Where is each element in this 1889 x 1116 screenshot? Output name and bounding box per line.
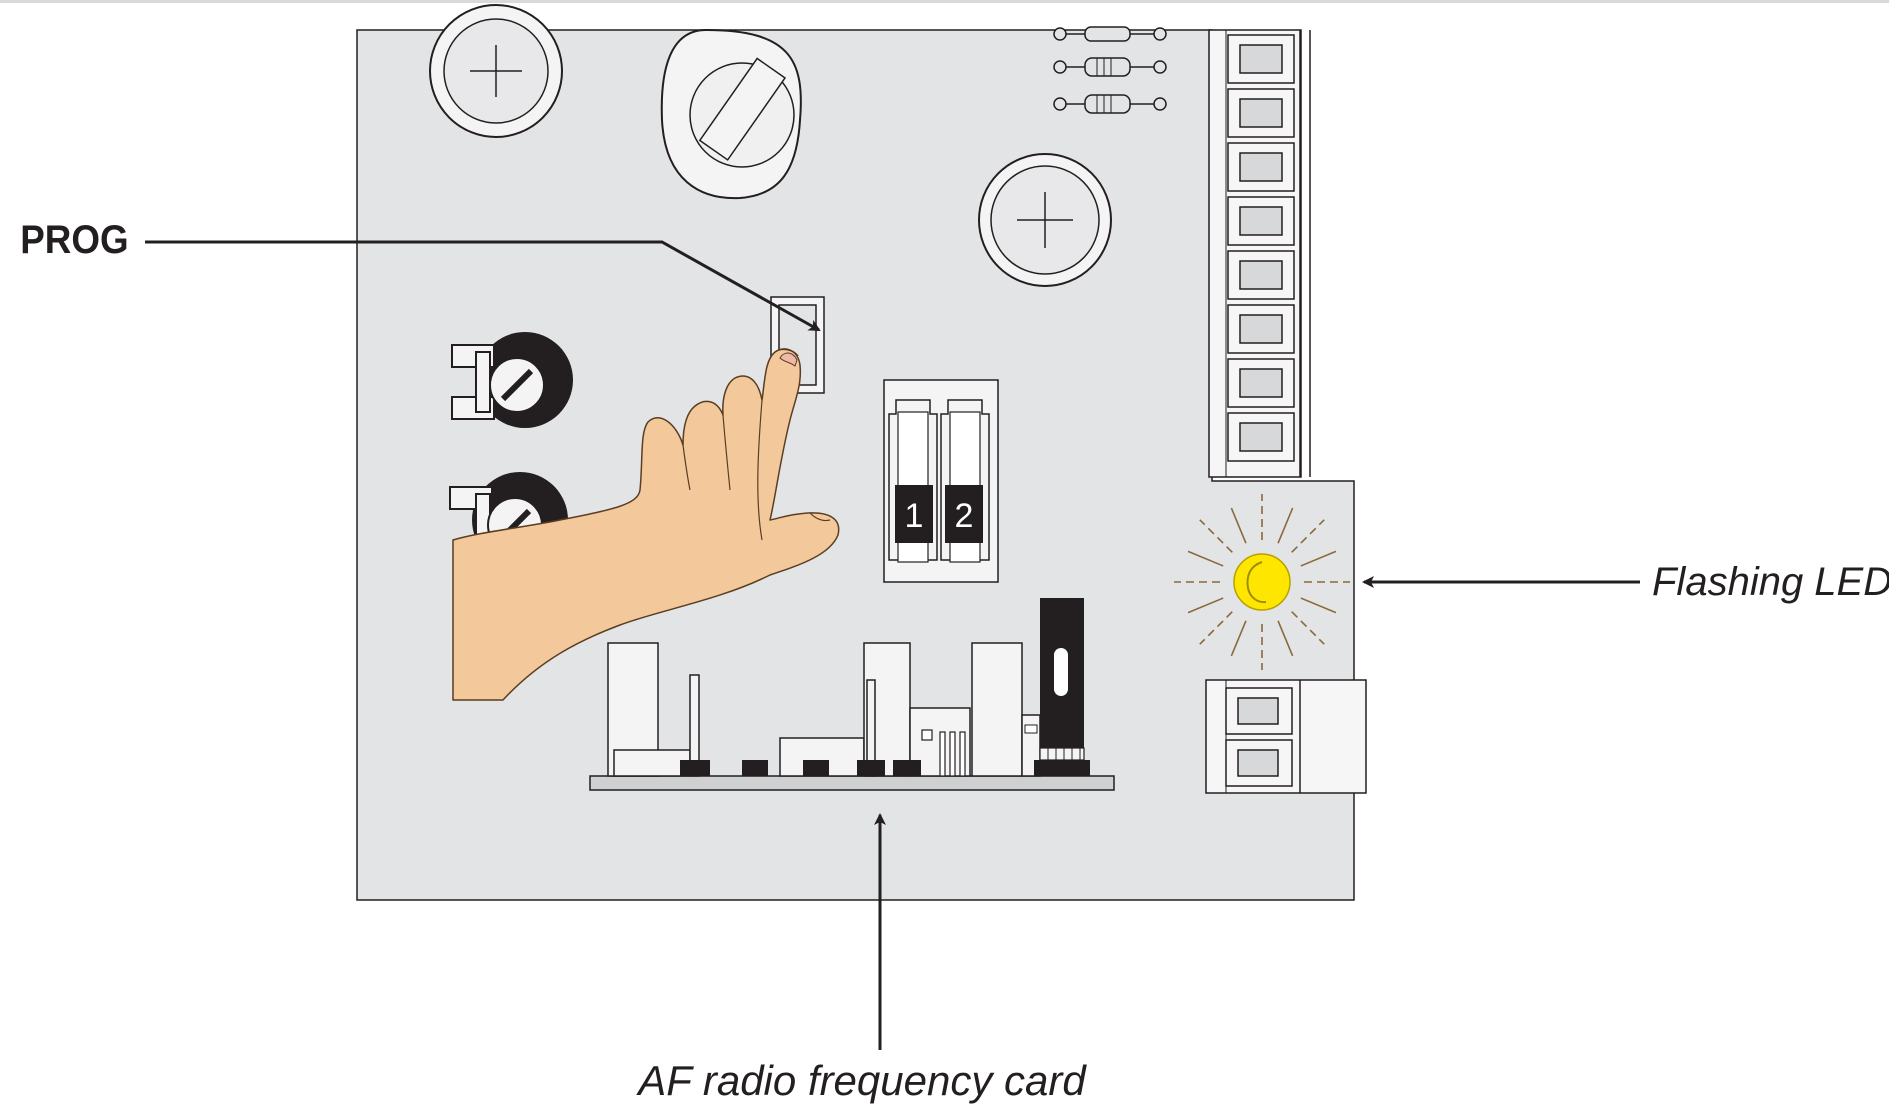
dip-switch-1[interactable] [888,399,938,563]
prog-callout-line [145,240,821,332]
led-ray [1277,507,1294,544]
led-ray [1291,519,1325,553]
led-ray [1230,620,1247,657]
led-ray [1199,611,1233,645]
dip-switch-2-label: 2 [955,497,974,535]
resistors [1053,26,1167,114]
fuse-holder [660,28,802,200]
terminal-screw-slot [1239,314,1283,344]
terminal-screw-slot [1239,98,1283,128]
led-icon [1233,553,1291,611]
led-ray [1300,597,1337,614]
terminal-screw-slot [1239,206,1283,236]
trimmer-potentiometer-top [451,332,573,428]
led-rays [1174,494,1350,670]
led-ray [1291,611,1325,645]
led-ray [1187,597,1224,614]
prog-label: PROG [20,218,128,263]
power-connector [1205,679,1367,794]
rf-card [589,598,1115,791]
terminal-screw-slot [1239,422,1283,452]
capacitor-top-left [429,4,563,138]
terminal-screw-slot [1239,152,1283,182]
hand-icon [452,348,840,701]
dip-switch[interactable]: 1 2 [883,379,999,583]
led-ray [1230,507,1247,544]
led-ray [1277,620,1294,657]
flashing-led-label: Flashing LED [1652,560,1889,604]
terminal-block [1208,29,1311,478]
led-ray [1300,550,1337,567]
capacitor-middle [978,153,1112,287]
terminal-screw-slot [1239,44,1283,74]
dip-switch-2[interactable] [940,399,990,563]
top-border [0,0,1889,3]
led-ray [1199,519,1233,553]
terminal-screw-slot [1239,260,1283,290]
rf-card-label: AF radio frequency card [635,1057,1087,1104]
terminal-screw-slot [1239,368,1283,398]
dip-switch-1-label: 1 [905,497,924,535]
led-ray [1187,550,1224,567]
